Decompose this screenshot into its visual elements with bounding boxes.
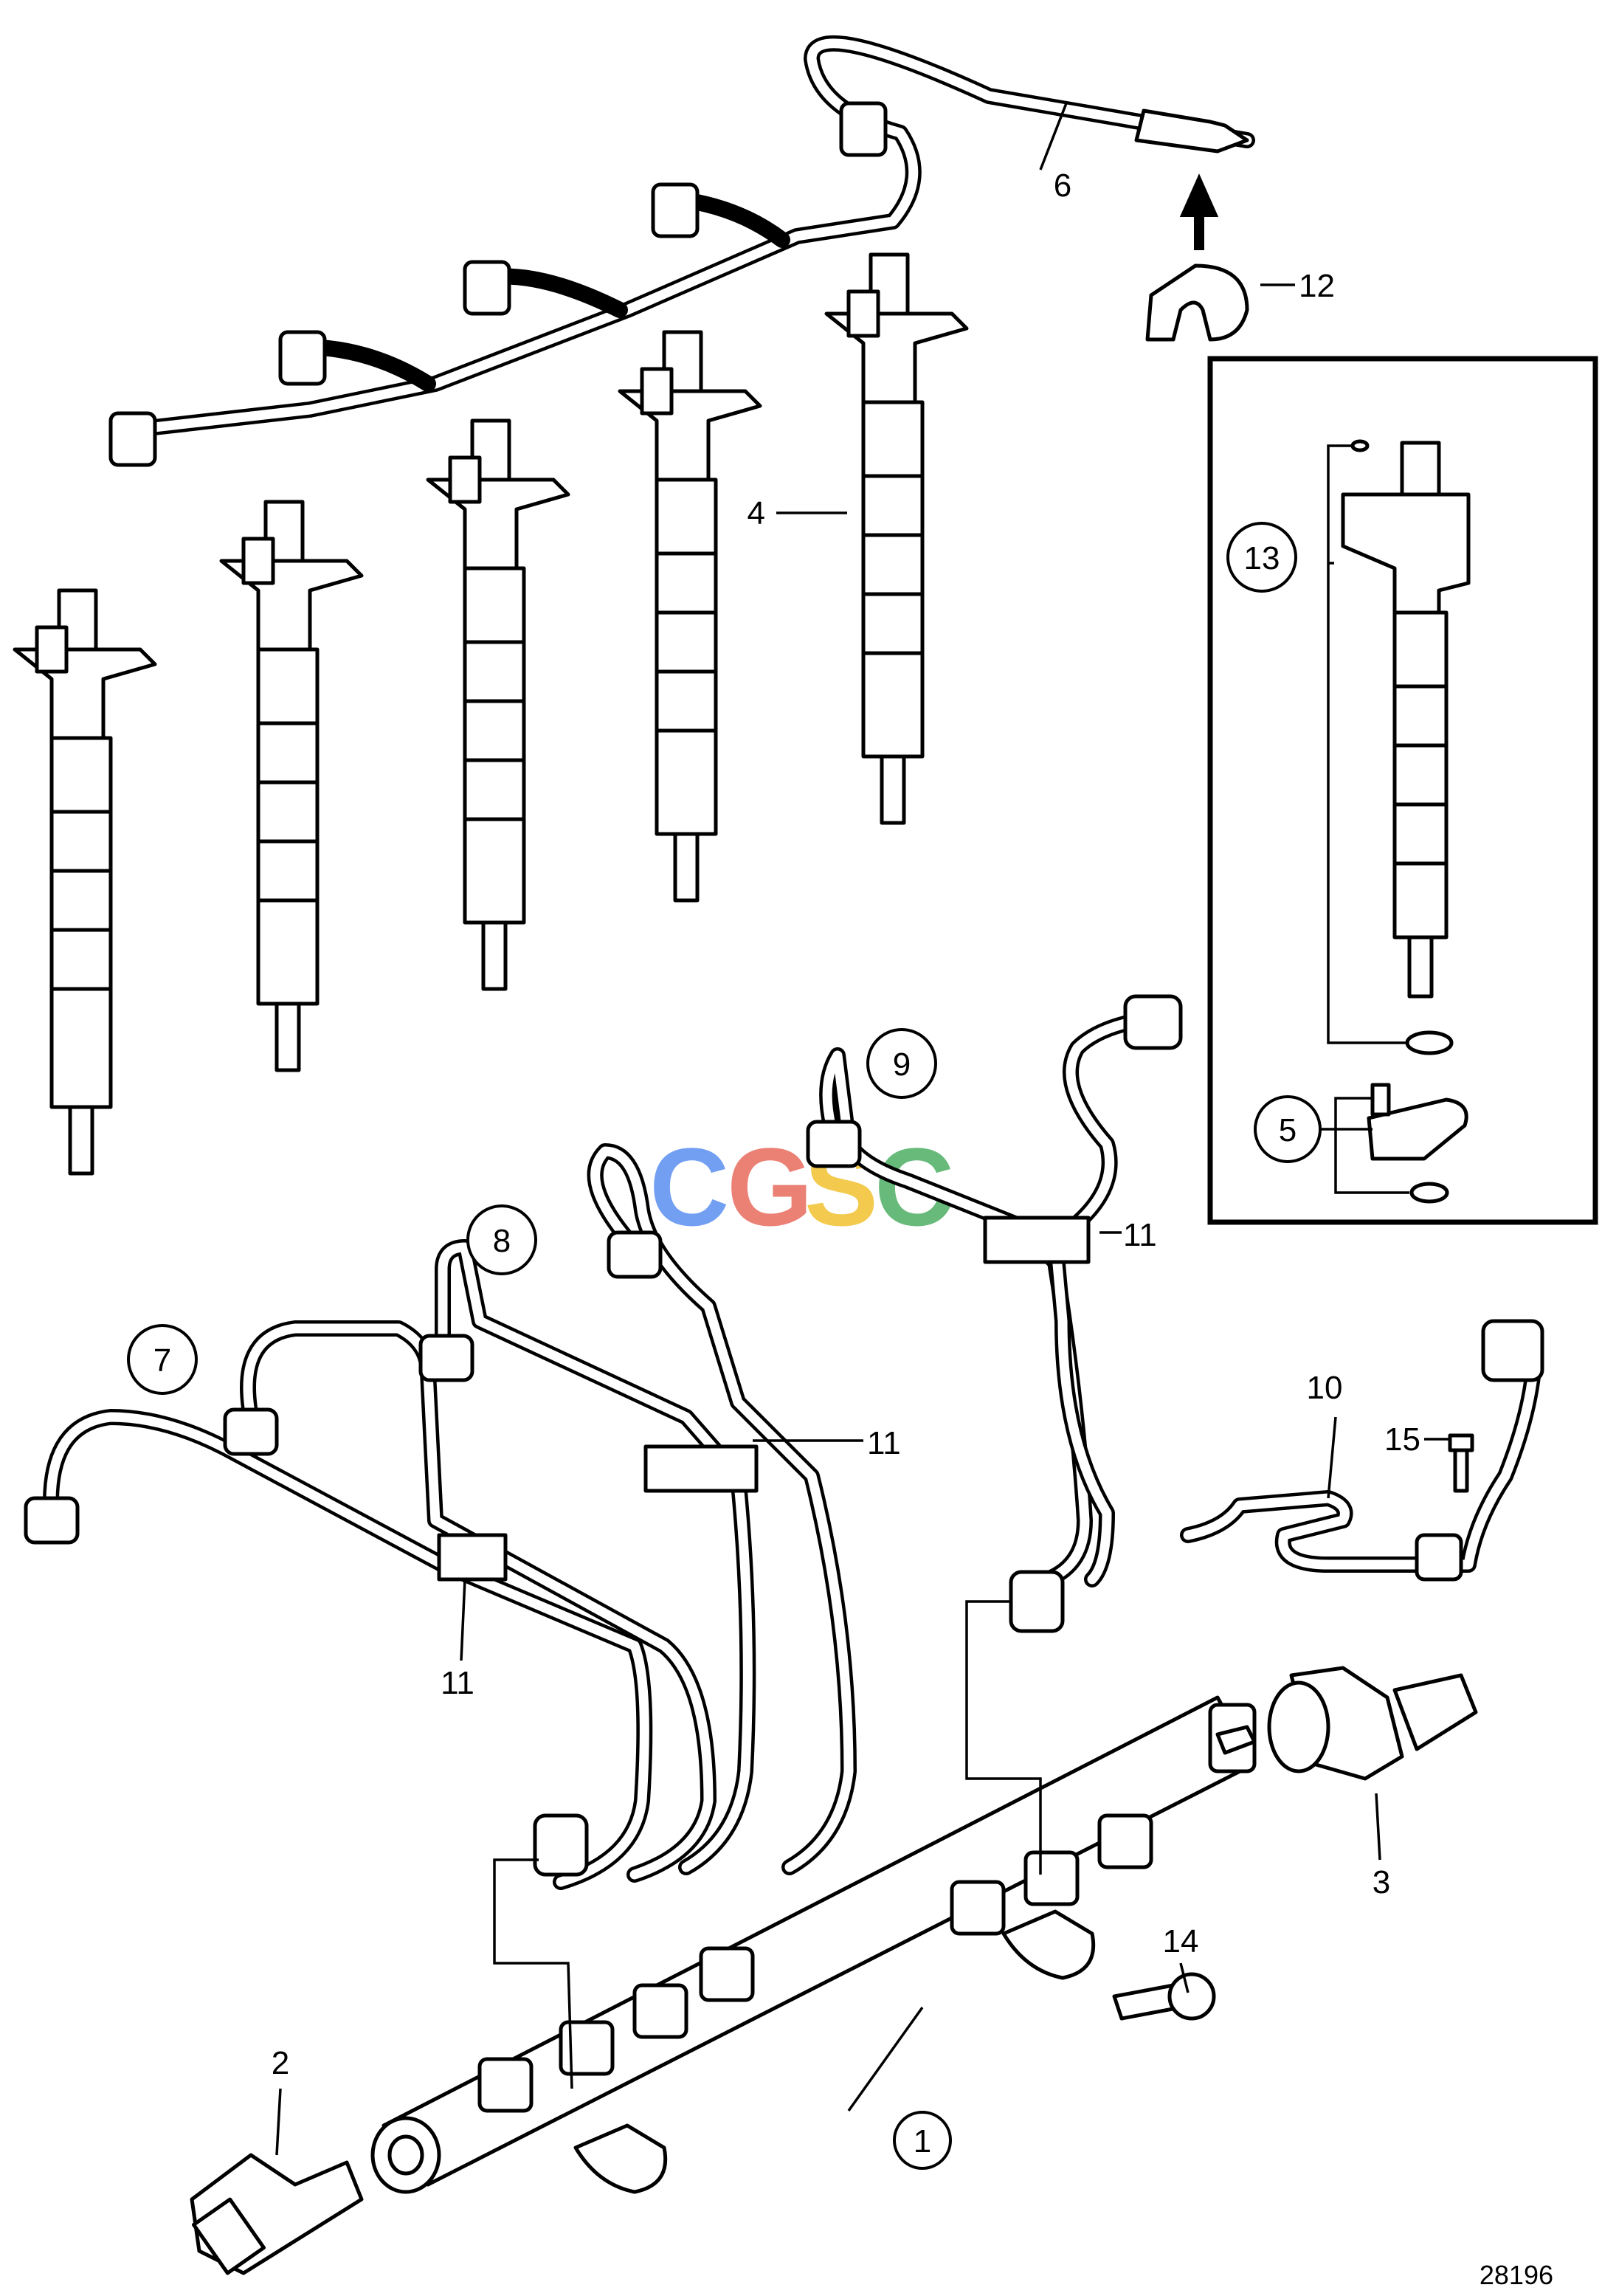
injector-4 xyxy=(618,330,762,903)
watermark-letter-1: C xyxy=(649,1125,729,1249)
bolt-15-shank xyxy=(1453,1448,1469,1493)
rail-port-7 xyxy=(1097,1813,1153,1869)
rail-port-3 xyxy=(632,1983,688,2039)
callout-13: 13 xyxy=(1226,522,1297,593)
pipe-7-nut xyxy=(24,1496,80,1545)
detail-injector xyxy=(1341,441,1471,999)
callout-4-label: 4 xyxy=(748,495,765,531)
detail-small-ring xyxy=(1350,439,1370,452)
harness-end-plug xyxy=(1134,108,1249,154)
callout-9-label: 9 xyxy=(893,1047,911,1083)
callout-11-label-b: 11 xyxy=(867,1425,901,1461)
callout-3-label: 3 xyxy=(1373,1864,1390,1900)
callout-14-label: 14 xyxy=(1163,1923,1199,1959)
cgsc-watermark: C G S C xyxy=(649,1125,954,1249)
detail-seal-ring xyxy=(1405,1030,1454,1055)
rail-end-left-bore xyxy=(387,2134,424,2176)
injector-2 xyxy=(219,500,364,1072)
watermark-letter-2: G xyxy=(727,1125,813,1249)
pipe-10-bracket xyxy=(1415,1533,1463,1582)
injector-connector xyxy=(35,625,69,674)
pipe-lower-nut-1 xyxy=(533,1813,589,1877)
callout-15-label: 15 xyxy=(1384,1421,1420,1458)
harness-connector-4 xyxy=(278,330,327,386)
detail-clamp xyxy=(1367,1097,1468,1161)
rail-mount-left xyxy=(573,2123,668,2194)
rail-port-6 xyxy=(1023,1850,1080,1906)
injectors xyxy=(13,252,969,1176)
callout-5-label: 5 xyxy=(1279,1112,1297,1148)
rail-port-5 xyxy=(950,1880,1006,1936)
harness-clip xyxy=(1145,263,1249,342)
detail-washer xyxy=(1409,1182,1449,1204)
harness-connector-3 xyxy=(463,260,511,316)
pipe-clamp-b xyxy=(643,1444,759,1493)
injector-1 xyxy=(13,588,157,1176)
pipe-clamp-c xyxy=(983,1216,1091,1264)
pipe-9b-nut xyxy=(1123,994,1183,1050)
callout-1-label: 1 xyxy=(914,2123,931,2159)
callout-5: 5 xyxy=(1254,1095,1322,1163)
pipe-clamp-a xyxy=(437,1533,508,1582)
harness-connector-1 xyxy=(839,101,888,157)
injector-5 xyxy=(824,252,969,825)
callout-10-label: 10 xyxy=(1307,1370,1343,1406)
callout-7-label: 7 xyxy=(153,1342,171,1379)
callout-6-label: 6 xyxy=(1054,168,1071,204)
callout-8-label: 8 xyxy=(493,1223,511,1259)
callout-11-label-a: 11 xyxy=(1123,1217,1157,1253)
callout-11-label-c: 11 xyxy=(441,1665,474,1701)
pipe-10-nut xyxy=(1481,1319,1544,1382)
fuel-rail xyxy=(370,1695,1257,2194)
pipe-8-nut-a xyxy=(223,1407,279,1456)
rail-port-4 xyxy=(699,1946,755,2002)
up-arrow-icon xyxy=(1179,173,1219,250)
pipe-9-nut xyxy=(806,1120,862,1168)
callout-2-label: 2 xyxy=(272,2045,289,2081)
harness-connector-5 xyxy=(108,411,157,467)
callout-12-label: 12 xyxy=(1299,268,1335,304)
callout-9: 9 xyxy=(866,1028,937,1099)
injector-3 xyxy=(426,418,570,991)
callout-7: 7 xyxy=(127,1324,198,1395)
rail-port-2 xyxy=(559,2020,615,2076)
pipes xyxy=(24,994,1544,1890)
wiring-harness xyxy=(108,35,1255,467)
detail-box xyxy=(1207,356,1598,1225)
callout-1: 1 xyxy=(893,2111,952,2170)
leader-lines xyxy=(275,103,1450,2156)
harness-connector-2 xyxy=(651,182,700,238)
rail-port-1 xyxy=(477,2057,534,2113)
detail-bolt xyxy=(1370,1083,1391,1117)
bolt-15-head xyxy=(1448,1433,1474,1452)
rail-mount-right xyxy=(1001,1909,1096,1980)
pressure-sensor xyxy=(190,2153,364,2275)
pressure-limiter-valve xyxy=(1215,1666,1478,1781)
figure-number: 28196 xyxy=(1480,2260,1553,2290)
pipe-8-nut-c xyxy=(607,1230,663,1279)
pipe-8-nut-b xyxy=(418,1334,474,1382)
pipe-lower-nut-2 xyxy=(1009,1570,1065,1633)
callout-8: 8 xyxy=(466,1204,537,1275)
callout-13-label: 13 xyxy=(1244,540,1280,576)
rail-bolt xyxy=(1112,1972,1216,2021)
